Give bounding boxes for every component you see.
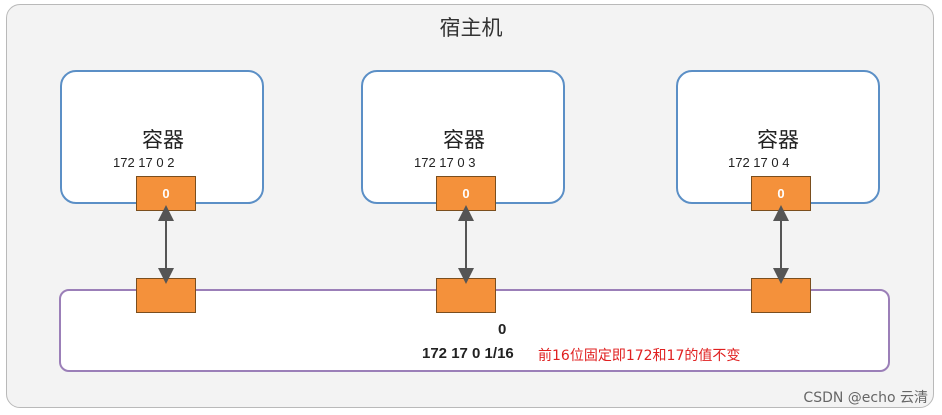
- container-port-label-3: 0: [777, 186, 785, 201]
- container-ip-2: 172 17 0 3: [414, 155, 476, 170]
- container-title-2: 容器: [443, 128, 485, 152]
- watermark: CSDN @echo 云清: [803, 390, 928, 406]
- bridge-ip: 172 17 0 1/16: [422, 345, 514, 362]
- container-ip-3: 172 17 0 4: [728, 155, 790, 170]
- container-ip-1: 172 17 0 2: [113, 155, 175, 170]
- container-port-label-1: 0: [162, 186, 170, 201]
- container-port-label-2: 0: [462, 186, 470, 201]
- container-port-2: 0: [436, 176, 496, 211]
- bridge-value: 0: [498, 321, 507, 338]
- container-title-3: 容器: [757, 128, 799, 152]
- host-title: 宿主机: [439, 16, 503, 40]
- container-title-1: 容器: [142, 128, 184, 152]
- bridge-note: 前16位固定即172和17的值不变: [538, 348, 741, 364]
